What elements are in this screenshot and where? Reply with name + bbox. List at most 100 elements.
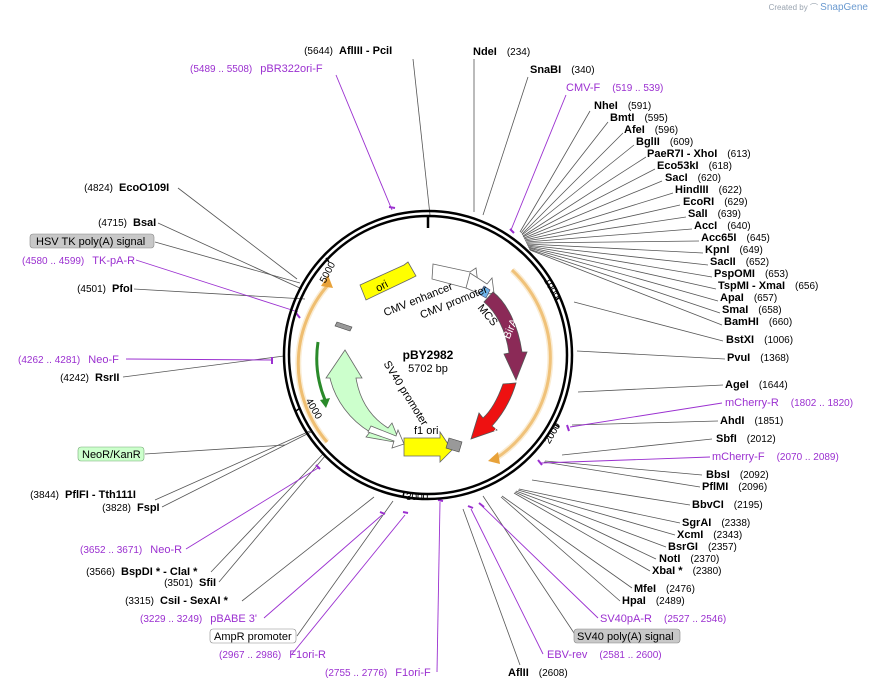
site-position: (656): [795, 281, 818, 292]
site-position: (2370): [690, 554, 719, 565]
primer-range: (2527 .. 2546): [664, 614, 726, 625]
site-name: BmtI: [610, 112, 634, 124]
primer-range: (2755 .. 2776): [325, 668, 387, 679]
site-position: (613): [727, 149, 750, 160]
restriction-site: AflII(2608): [508, 667, 568, 679]
neor-inner-arrowhead: [320, 398, 330, 408]
orf-arrowhead-left: [321, 275, 333, 288]
site-name: Acc65I: [701, 232, 736, 244]
site-name: NheI: [594, 100, 618, 112]
site-name: PflMI: [702, 481, 728, 493]
primer-name: Neo-F: [88, 354, 119, 366]
boxed-label-neor-kanr: NeoR/KanR: [77, 446, 145, 462]
orf-arrowhead-right: [488, 452, 500, 464]
restriction-site: BsaI(4715): [98, 217, 156, 229]
restriction-site: FspI (3828): [102, 502, 160, 514]
plasmid-name: pBY2982: [403, 348, 454, 362]
primer-arrows: [271, 206, 570, 515]
restriction-site: PaeR7I - XhoI(613): [647, 148, 751, 160]
restriction-site: BmtI(595): [610, 112, 668, 124]
restriction-site: PflFI - Tth111I(3844): [30, 489, 136, 501]
site-name: AhdI: [720, 415, 744, 427]
site-position: (609): [670, 137, 693, 148]
plasmid-backbone: [282, 209, 574, 501]
site-name: ApaI: [720, 292, 744, 304]
restriction-site: AhdI(1851): [720, 415, 783, 427]
primer-name: F1ori-R: [289, 649, 326, 661]
site-name: BbvCI: [692, 499, 724, 511]
restriction-site: XbaI *(2380): [652, 565, 721, 577]
site-position: (2343): [713, 530, 742, 541]
site-position: (1368): [760, 353, 789, 364]
primer-labels: (5489 .. 5508)pBR322ori-F(519 .. 539)CMV…: [18, 63, 853, 679]
tick-label-2000: 2000: [543, 421, 564, 446]
primer-range: (2967 .. 2986): [219, 650, 281, 661]
primer-range: (2070 .. 2089): [777, 452, 839, 463]
site-position: (5644): [304, 46, 333, 57]
site-position: (3828): [102, 503, 131, 514]
restriction-site: SfiI(3501): [164, 577, 216, 589]
restriction-site: BstXI(1006): [726, 334, 793, 346]
primer-name: SV40pA-R: [600, 613, 652, 625]
site-name: KpnI: [705, 244, 729, 256]
primer-name: pBR322ori-F: [260, 63, 323, 75]
primer-range: (3652 .. 3671): [80, 545, 142, 556]
primer-label: (2581 .. 2600)EBV-rev: [547, 649, 662, 661]
restriction-site: PvuI(1368): [727, 352, 789, 364]
primer-label: (4262 .. 4281)Neo-F: [18, 354, 119, 366]
site-name: SacII: [710, 256, 736, 268]
primer-label: (2967 .. 2986) F1ori-R: [219, 649, 326, 661]
restriction-site: XcmI (2343): [677, 529, 742, 541]
site-position: (2608): [539, 668, 568, 679]
site-name: HindIII: [675, 184, 709, 196]
site-position: (3566): [86, 567, 115, 578]
primer-label: (4580 .. 4599)TK-pA-R: [22, 255, 135, 267]
site-name: XcmI: [677, 529, 703, 541]
restriction-site: AgeI(1644): [725, 379, 788, 391]
restriction-site: SalI(639): [688, 208, 741, 220]
primer-range: (519 .. 539): [612, 83, 663, 94]
site-name: HpaI: [622, 595, 646, 607]
feature-mcs: [478, 285, 491, 299]
site-name: EcoRI: [683, 196, 714, 208]
site-position: (620): [698, 173, 721, 184]
restriction-site: SgrAI(2338): [682, 517, 750, 529]
site-name: PflFI - Tth111I: [65, 489, 136, 501]
primer-label: (2755 .. 2776) F1ori-F: [325, 667, 431, 679]
site-position: (2092): [740, 470, 769, 481]
restriction-site: SacI(620): [665, 172, 721, 184]
primer-name: CMV-F: [566, 82, 601, 94]
restriction-site: ApaI(657): [720, 292, 777, 304]
svg-text:SV40 poly(A) signal: SV40 poly(A) signal: [577, 631, 674, 643]
restriction-sites: AflIII - PciI(5644)NdeI(234)SnaBI(340)Nh…: [30, 45, 818, 679]
restriction-site: BamHI(660): [724, 316, 792, 328]
major-ticks: [295, 257, 561, 498]
restriction-site: CsiI - SexAI * (3315): [125, 595, 228, 607]
restriction-site: PfoI(4501): [77, 283, 133, 295]
site-name: NotI: [659, 553, 680, 565]
restriction-site: TspMI - XmaI(656): [718, 280, 818, 292]
feature-small-block-left: [334, 321, 353, 332]
feature-small-block-bottom: [445, 437, 463, 453]
primer-name: mCherry-R: [725, 397, 779, 409]
primer-name: mCherry-F: [712, 451, 765, 463]
restriction-site: NdeI(234): [473, 46, 530, 58]
restriction-site: KpnI(649): [705, 244, 763, 256]
boxed-label-hsv-tk-polya: HSV TK poly(A) signal: [29, 233, 155, 249]
primer-name: F1ori-F: [395, 667, 431, 679]
restriction-site: EcoO109I(4824): [84, 182, 169, 194]
site-name: SbfI: [716, 433, 737, 445]
feature-amp-promoter-inner: [367, 425, 405, 449]
site-position: (4501): [77, 284, 106, 295]
site-position: (3315): [125, 596, 154, 607]
site-position: (622): [719, 185, 742, 196]
site-position: (2476): [666, 584, 695, 595]
restriction-site: BbvCI(2195): [692, 499, 763, 511]
site-name: CsiI - SexAI *: [160, 595, 229, 607]
site-position: (640): [727, 221, 750, 232]
site-position: (1006): [764, 335, 793, 346]
site-position: (1644): [759, 380, 788, 391]
site-name: FspI: [137, 502, 160, 514]
primer-label: (3229 .. 3249)pBABE 3': [140, 613, 257, 625]
primer-name: TK-pA-R: [92, 255, 135, 267]
